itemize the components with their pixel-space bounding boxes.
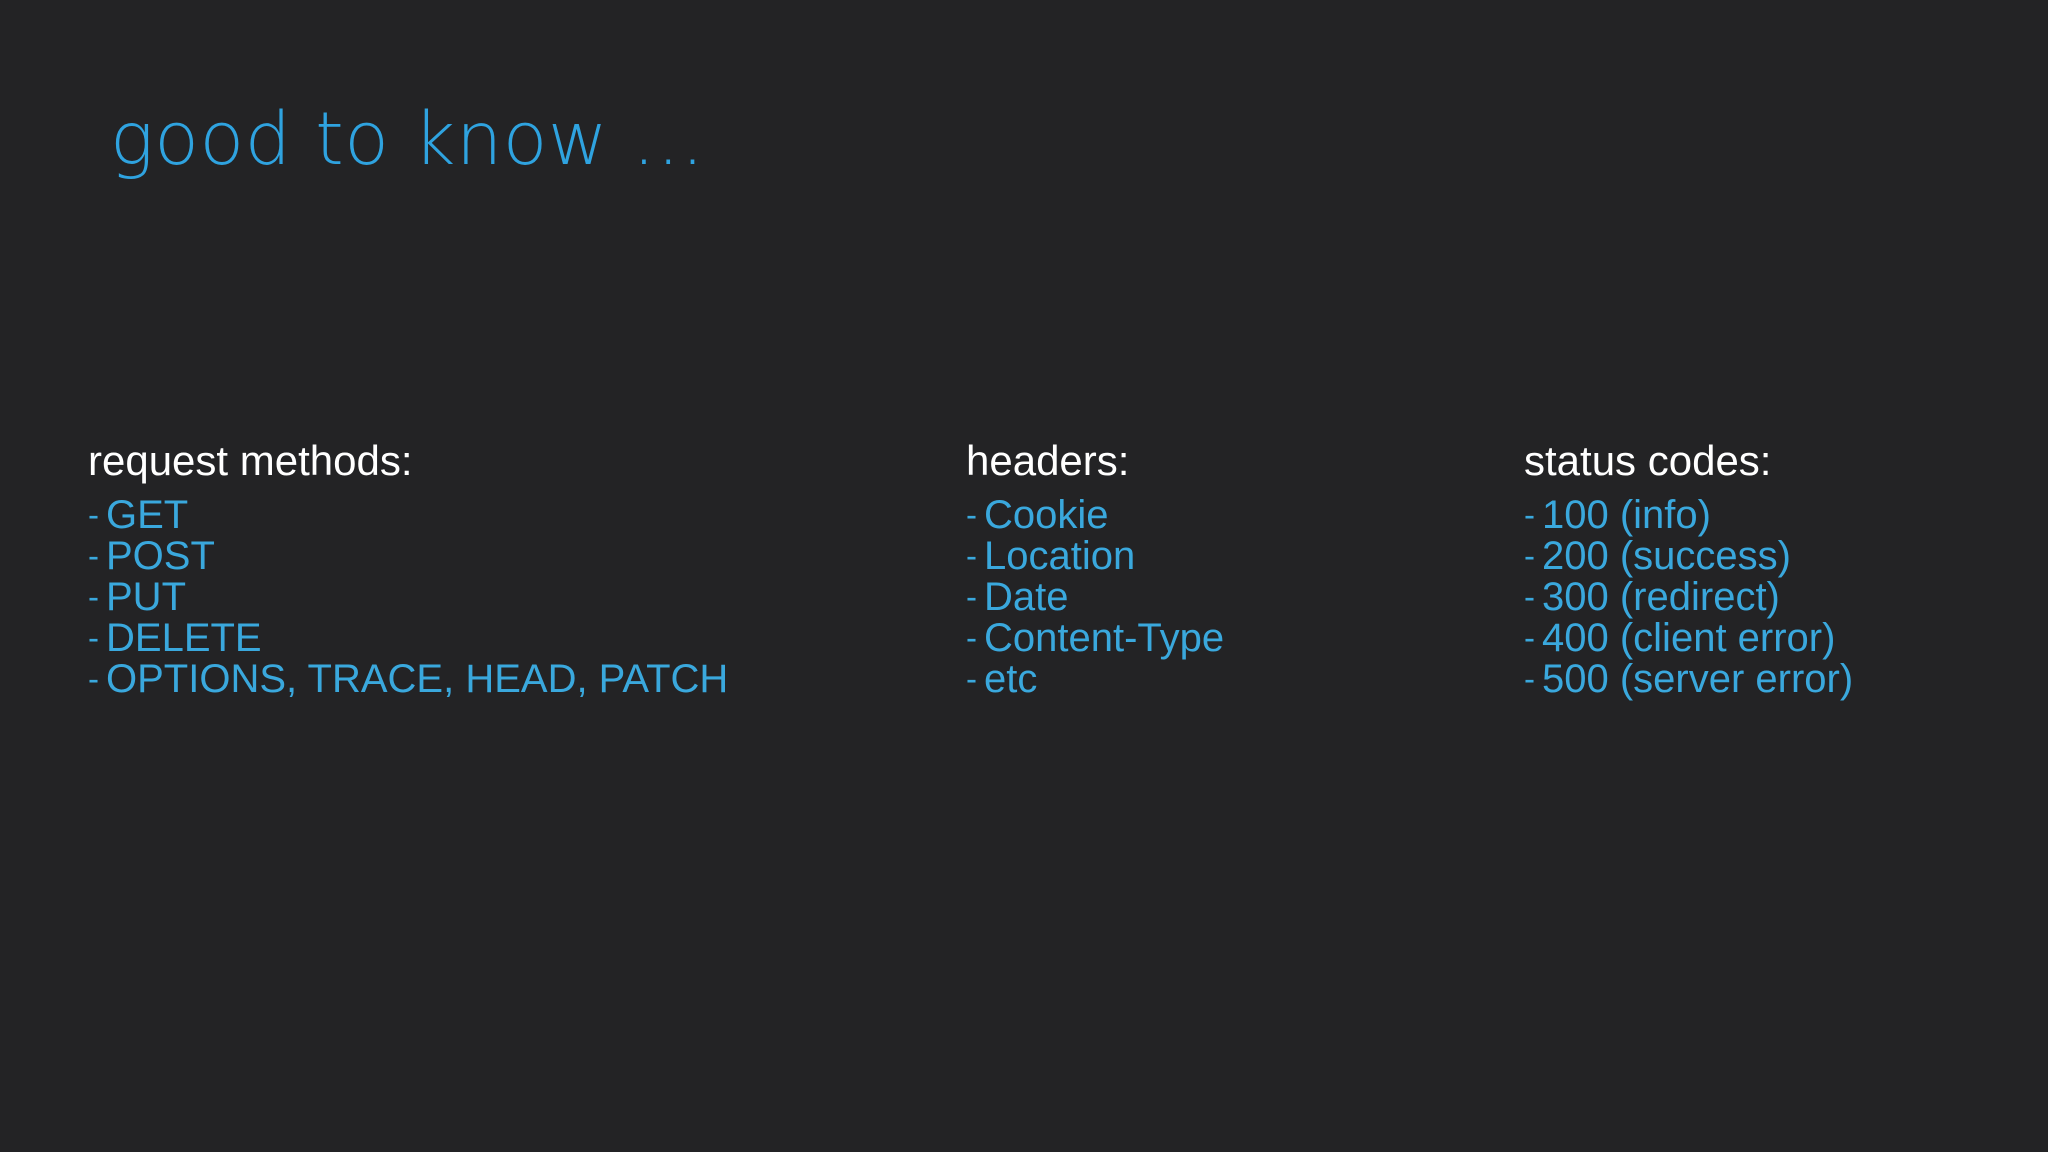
bullet-dash-icon: -	[1524, 619, 1535, 656]
list-item-label: POST	[106, 534, 215, 578]
list-item-label: 500 (server error)	[1542, 657, 1854, 701]
bullet-dash-icon: -	[1524, 660, 1535, 697]
list-item-label: DELETE	[106, 616, 262, 660]
bullet-dash-icon: -	[88, 660, 99, 697]
list-item: -Content-Type	[966, 618, 1224, 659]
bullet-dash-icon: -	[1524, 537, 1535, 574]
list-item-label: Date	[984, 575, 1069, 619]
list-item: -etc	[966, 659, 1224, 700]
bullet-dash-icon: -	[88, 619, 99, 656]
list-item: -500 (server error)	[1524, 659, 1853, 700]
list-item: -300 (redirect)	[1524, 577, 1853, 618]
list-item-label: GET	[106, 493, 189, 537]
bullet-dash-icon: -	[966, 619, 977, 656]
list-item: -Date	[966, 577, 1224, 618]
list-status-codes: -100 (info) -200 (success) -300 (redirec…	[1524, 495, 1853, 700]
column-heading-status-codes: status codes:	[1524, 437, 1772, 484]
list-item-label: Location	[984, 534, 1136, 578]
bullet-dash-icon: -	[966, 537, 977, 574]
list-item-label: Content-Type	[984, 616, 1225, 660]
list-request-methods: -GET -POST -PUT -DELETE -OPTIONS, TRACE,…	[88, 495, 728, 700]
bullet-dash-icon: -	[1524, 578, 1535, 615]
bullet-dash-icon: -	[1524, 496, 1535, 533]
list-item: -400 (client error)	[1524, 618, 1853, 659]
list-item-label: 200 (success)	[1542, 534, 1791, 578]
list-item: -Location	[966, 536, 1224, 577]
list-item: -GET	[88, 495, 728, 536]
column-status-codes: status codes: -100 (info) -200 (success)…	[1524, 440, 1853, 700]
list-item-label: 300 (redirect)	[1542, 575, 1780, 619]
list-item-label: PUT	[106, 575, 186, 619]
list-item-label: etc	[984, 657, 1038, 701]
list-item-label: OPTIONS, TRACE, HEAD, PATCH	[106, 657, 729, 701]
bullet-dash-icon: -	[88, 496, 99, 533]
list-item: -Cookie	[966, 495, 1224, 536]
list-item: -DELETE	[88, 618, 728, 659]
list-item: -POST	[88, 536, 728, 577]
page-title: good to know …	[110, 97, 706, 182]
column-heading-request-methods: request methods:	[88, 437, 413, 484]
list-headers: -Cookie -Location -Date -Content-Type -e…	[966, 495, 1224, 700]
list-item-label: Cookie	[984, 493, 1109, 537]
bullet-dash-icon: -	[88, 578, 99, 615]
list-item: -100 (info)	[1524, 495, 1853, 536]
bullet-dash-icon: -	[966, 496, 977, 533]
column-headers: headers: -Cookie -Location -Date -Conten…	[966, 440, 1224, 700]
list-item: -200 (success)	[1524, 536, 1853, 577]
column-heading-headers: headers:	[966, 437, 1130, 484]
column-request-methods: request methods: -GET -POST -PUT -DELETE…	[88, 440, 728, 700]
list-item-label: 400 (client error)	[1542, 616, 1836, 660]
list-item: -PUT	[88, 577, 728, 618]
list-item-label: 100 (info)	[1542, 493, 1711, 537]
bullet-dash-icon: -	[966, 578, 977, 615]
bullet-dash-icon: -	[966, 660, 977, 697]
list-item: -OPTIONS, TRACE, HEAD, PATCH	[88, 659, 728, 700]
bullet-dash-icon: -	[88, 537, 99, 574]
